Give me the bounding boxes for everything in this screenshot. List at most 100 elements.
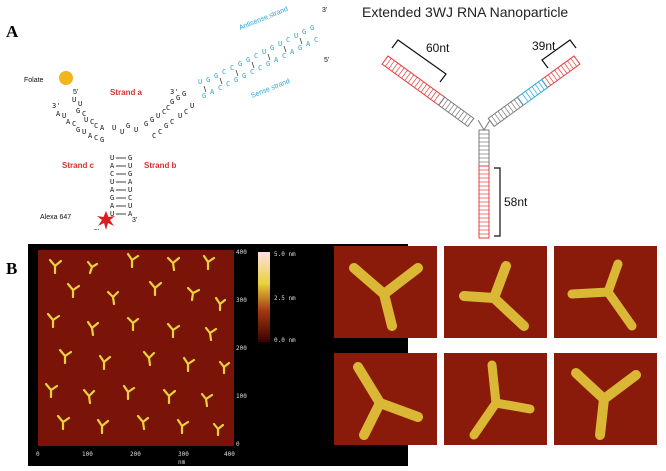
svg-text:A: A (110, 202, 115, 210)
bottom-stem-pairs (116, 157, 126, 215)
svg-text:A: A (128, 210, 133, 218)
svg-text:C: C (226, 80, 230, 88)
svg-text:C: C (184, 108, 188, 116)
svg-text:G: G (182, 90, 186, 98)
svg-text:U: U (178, 112, 182, 120)
x-tick-300: 300 (178, 451, 189, 458)
afm-x-ticks: 0 100 200 300 400 nm (36, 451, 235, 466)
arm-left-label: 60nt (426, 41, 450, 55)
svg-text:C: C (162, 108, 166, 116)
svg-text:C: C (254, 52, 258, 60)
svg-text:A: A (88, 132, 93, 140)
five-prime-end-right: 5' (324, 57, 329, 64)
svg-text:G: G (202, 92, 206, 100)
svg-text:C: C (258, 64, 262, 72)
bottom-bracket (494, 167, 501, 237)
svg-text:A: A (100, 124, 105, 132)
five-prime-end-bottom: 5' (94, 229, 99, 230)
svg-text:G: G (76, 107, 80, 115)
svg-text:U: U (110, 210, 114, 218)
svg-text:C: C (230, 64, 234, 72)
svg-text:U: U (128, 202, 132, 210)
svg-text:C: C (218, 84, 222, 92)
colorbar (258, 252, 270, 342)
svg-text:C: C (82, 110, 86, 118)
svg-text:C: C (222, 68, 226, 76)
x-tick-200: 200 (130, 451, 141, 458)
svg-text:C: C (282, 52, 286, 60)
alexa-star-icon (97, 211, 115, 230)
colorbar-min: 0.0 nm (274, 337, 296, 344)
svg-text:U: U (62, 112, 66, 120)
svg-text:C: C (90, 118, 94, 126)
svg-text:C: C (94, 134, 98, 142)
afm-zoom-4 (334, 353, 437, 445)
svg-text:U: U (84, 116, 88, 124)
svg-text:G: G (206, 76, 210, 84)
y-tick-400: 400 (236, 249, 247, 256)
svg-text:A: A (56, 110, 61, 118)
svg-text:G: G (128, 154, 132, 162)
three-prime-end-bottom: 3' (132, 217, 137, 224)
svg-text:G: G (302, 28, 306, 36)
svg-text:G: G (242, 72, 246, 80)
svg-text:G: G (76, 126, 80, 134)
strand-a-label: Strand a (110, 88, 143, 97)
arm-bottom-label: 58nt (504, 195, 528, 209)
svg-text:G: G (150, 116, 154, 124)
svg-text:G: G (110, 194, 114, 202)
svg-text:G: G (126, 122, 130, 130)
svg-text:C: C (110, 170, 114, 178)
svg-text:U: U (128, 186, 132, 194)
svg-text:A: A (66, 118, 71, 126)
svg-text:U: U (134, 126, 138, 134)
afm-zoom-5 (444, 353, 547, 445)
colorbar-max: 5.0 nm (274, 251, 296, 258)
arm-right-label: 39nt (532, 39, 556, 53)
folate-marker (59, 71, 73, 85)
antisense-label: Antisense strand (238, 6, 289, 32)
left-arm (381, 55, 475, 128)
svg-text:G: G (238, 60, 242, 68)
svg-text:U: U (110, 154, 114, 162)
right-arm (487, 55, 581, 128)
x-tick-400: 400 (224, 451, 235, 458)
svg-text:G: G (164, 122, 168, 130)
junction-lines (477, 119, 491, 131)
bottom-stem-gray (478, 129, 490, 167)
svg-text:U: U (78, 100, 82, 108)
svg-text:C: C (314, 36, 318, 44)
svg-text:G: G (270, 44, 274, 52)
y-tick-0: 0 (236, 441, 240, 448)
svg-text:U: U (294, 32, 298, 40)
svg-text:C: C (166, 104, 170, 112)
afm-zoom-1 (334, 246, 437, 338)
svg-text:A: A (210, 88, 215, 96)
svg-text:G: G (234, 76, 238, 84)
five-prime-end-a: 5' (73, 89, 78, 96)
svg-text:C: C (286, 36, 290, 44)
svg-text:C: C (170, 118, 174, 126)
svg-text:A: A (290, 48, 295, 56)
afm-zoom-2 (444, 246, 547, 338)
afm-scan-area (38, 250, 234, 446)
svg-text:G: G (100, 136, 104, 144)
svg-text:U: U (128, 162, 132, 170)
svg-text:U: U (72, 96, 76, 104)
svg-text:U: U (190, 102, 194, 110)
svg-text:G: G (128, 170, 132, 178)
svg-text:C: C (250, 68, 254, 76)
three-prime-end-right: 3' (322, 7, 327, 14)
svg-text:G: G (170, 98, 174, 106)
svg-text:G: G (176, 94, 180, 102)
svg-text:3': 3' (170, 88, 178, 96)
y-tick-100: 100 (236, 393, 247, 400)
panel-a-letter: A (6, 22, 19, 41)
svg-text:U: U (112, 124, 116, 132)
y-tick-300: 300 (236, 297, 247, 304)
afm-y-ticks: 400 300 200 100 0 (236, 249, 247, 448)
folate-label: Folate (24, 77, 44, 84)
